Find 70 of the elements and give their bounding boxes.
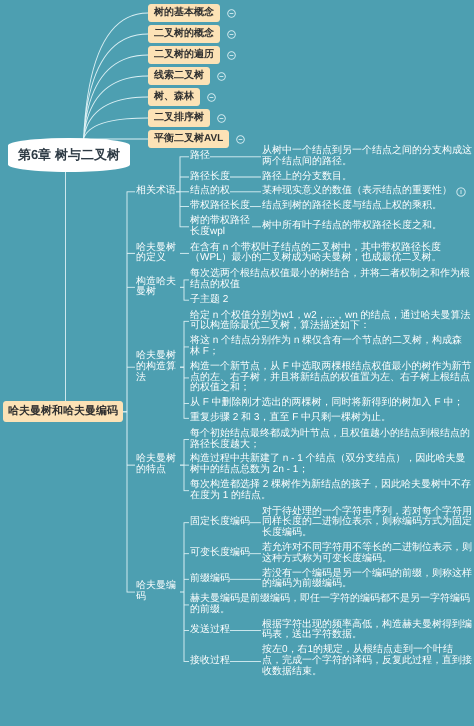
note-text: 若允许对不同字符用不等长的二进制位表示，则这种方式称为可变长度编码。 — [262, 542, 472, 564]
topic-box: 二叉排序树 — [148, 109, 210, 127]
branch-label: 结点的权 — [190, 186, 230, 198]
note-text: 每次构造都选择 2 棵树作为新结点的孩子，因此哈夫曼树中不存在度为 1 的结点。 — [190, 480, 472, 502]
branch-label: 固定长度编码 — [190, 517, 250, 528]
branch-label: 树的带权路径长度wpl — [190, 216, 252, 238]
note-text: 构造过程中共新建了 n - 1 个结点（双分支结点），因此哈夫曼树中的结点总数为 2n - 1； — [190, 454, 472, 476]
connector-line — [176, 191, 190, 228]
note-text: 结点到树的路径长度与结点上权的乘积。 — [262, 201, 442, 212]
connector-line — [83, 34, 148, 140]
connector-line — [180, 252, 190, 254]
topic-box: 二叉树的概念 — [148, 25, 220, 43]
branch-label: 哈夫曼树的构造算法 — [136, 350, 180, 384]
connector-line — [230, 176, 262, 178]
connector-line — [210, 156, 262, 158]
topic-box: 哈夫曼树和哈夫曼编码 — [3, 401, 123, 422]
connector-line — [83, 12, 148, 140]
topic-box: 平衡二叉树AVL — [148, 130, 230, 148]
note-text: 每次选两个根结点权值最小的树结合，并将二者权制之和作为根结点的权值 — [190, 269, 472, 291]
branch-label: 哈夫曼树的特点 — [136, 454, 180, 476]
connector-line — [230, 630, 262, 631]
note-text: 从树中一个结点到另一个结点之间的分支构成这两个结点间的路径。 — [262, 146, 472, 168]
connector-line — [250, 553, 262, 554]
branch-label: 路径长度 — [190, 172, 230, 182]
connector-line — [180, 286, 190, 301]
branch-label: 路径 — [190, 151, 210, 162]
connector-line — [250, 522, 262, 524]
note-text: 若没有一个编码是另一个编码的前缀，则称这样的编码为前缀编码。 — [262, 568, 472, 590]
note-text: 将这 n 个结点分别作为 n 棵仅含有一个节点的二叉树，构成森林 F； — [190, 336, 472, 358]
connector-line — [252, 226, 262, 228]
connector-line — [180, 366, 190, 419]
topic-box: 线索二叉树 — [148, 67, 210, 85]
connector-line — [230, 661, 262, 662]
note-text: 给定 n 个权值分别为w1，w2，...，wn 的结点，通过哈夫曼算法可以构造除最优二叉树，算法描述如下： — [190, 310, 472, 332]
topic-box: 第6章 树与二叉树 — [8, 138, 130, 172]
branch-label: 接收过程 — [190, 656, 230, 667]
note-text: 每个初始结点最终都成为叶节点，且权值越小的结点到根结点的路径长度越大； — [190, 428, 472, 450]
note-text: 某种现实意义的数值（表示结点的重要性） — [262, 186, 452, 198]
topic-box: 树的基本概念 — [148, 4, 220, 22]
connector-line — [83, 76, 148, 140]
note-text: 重复步骤 2 和 3，直至 F 中只剩一棵树为止。 — [190, 412, 392, 424]
note-text: 路径上的分支数目。 — [262, 172, 352, 182]
connector-line — [230, 191, 262, 192]
note-text: 赫夫曼编码是前缀编码，即任一字符的编码都不是另一字符编码的前缀。 — [190, 594, 472, 616]
note-text: 构造一个新节点，从 F 中选取两棵根结点权值最小的树作为新节点的左、右子树，并且将新结点的权值置为左、右子树上根结点的权值之和； — [190, 362, 472, 394]
branch-label: 构造哈夫曼树 — [136, 276, 180, 298]
topic-box: 二叉树的遍历 — [148, 46, 220, 64]
branch-label: 相关术语 — [136, 186, 176, 198]
note-text: 根据字符出现的频率高低，构造赫夫曼树得到编码表，送出字符数据。 — [262, 620, 472, 642]
connector-line — [83, 54, 148, 140]
note-text: 在含有 n 个带权叶子结点的二叉树中，其中带权路径长度（WPL）最小的二叉树成为哈夫曼树，也成最优二叉树。 — [190, 242, 472, 264]
topic-box: 树、森林 — [148, 88, 200, 106]
note-text: 子主题 2 — [190, 294, 228, 306]
note-text: 树中所有叶子结点的带权路径长度之和。 — [262, 221, 442, 232]
connector-line — [230, 578, 262, 580]
branch-label: 发送过程 — [190, 625, 230, 636]
branch-label: 可变长度编码 — [190, 548, 250, 560]
connector-line — [83, 118, 148, 140]
note-text: 对于待处理的一个字符串序列，若对每个字符用同样长度的二进制位表示，则称编码方式为固定长度编码。 — [262, 506, 472, 539]
branch-label: 哈夫曼树的定义 — [136, 242, 180, 264]
connector-line — [180, 592, 190, 662]
note-text: 按左0，右1的规定，从根结点走到一个叶结点，完成一个字符的译码，反复此过程，直到接收数据结束。 — [262, 645, 472, 678]
connector-line — [250, 206, 262, 208]
branch-label: 哈夫曼编码 — [136, 581, 180, 603]
note-text: 从 F 中删除刚才选出的两棵树，同时将新得到的树加入 F 中； — [190, 398, 464, 409]
connector-line — [65, 172, 66, 402]
connector-line — [180, 464, 190, 492]
branch-label: 带权路径长度 — [190, 201, 250, 212]
branch-label: 前缀编码 — [190, 574, 230, 585]
connector-line — [122, 411, 136, 593]
